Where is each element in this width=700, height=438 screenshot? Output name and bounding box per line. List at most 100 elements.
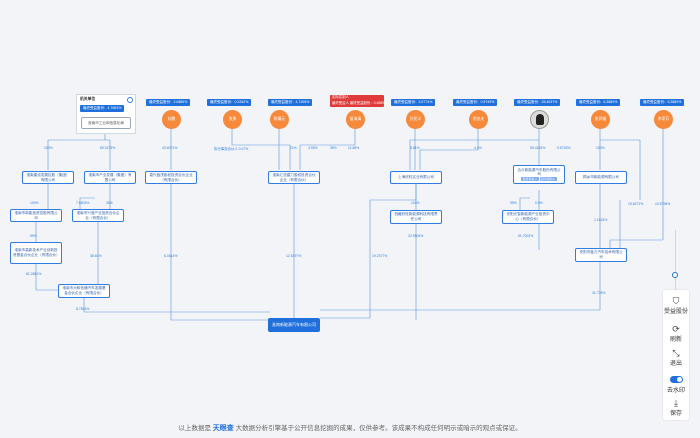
toggle-switch-icon[interactable] — [669, 376, 683, 383]
pct-label: 31.776% — [592, 291, 606, 295]
company-node-c3[interactable]: 嘉兴鑫茂股权投资合伙企业（有限合伙） — [145, 171, 197, 184]
pct-label: 100% — [411, 201, 420, 205]
controller-label: 实际控制人 — [332, 95, 349, 99]
pct-label: 100% — [596, 146, 605, 150]
pct-label: 4.95% — [308, 146, 318, 150]
company-node-c5[interactable]: 上海欣旺实业有限公司 — [390, 171, 442, 184]
shareholder-6-avatar[interactable]: 倪忠夫 — [469, 110, 488, 129]
pct-label: 0.5718% — [557, 146, 571, 150]
company-node-c10[interactable]: 西藏欣旺新能源科技有限责任公司 — [390, 210, 442, 224]
pct-label: 0.5% — [535, 201, 543, 205]
beneficial-shares-label: 受益股份 — [663, 309, 688, 315]
beneficial-shares-button[interactable]: ⛉ 受益股份 — [663, 296, 689, 315]
refresh-label: 刷新 — [669, 337, 682, 343]
company-node-c1[interactable]: 淮南建设发展控股（集团）有限公司 — [22, 171, 74, 184]
pct-label: 12.5197% — [286, 254, 302, 258]
footer-text-before: 以上数据是 — [178, 425, 211, 432]
actual-controller-badge: 实际控制人 最终受益人 最终受益股份：0.4889% — [330, 95, 388, 107]
shareholder-1-avatar[interactable]: 封鹏 — [162, 110, 181, 129]
shareholder-9-badge: 最终受益股份：5.3869% — [640, 99, 685, 106]
shareholder-3-badge: 最终受益股份：4.7205% — [268, 99, 313, 106]
company-node-c8[interactable]: 淮南市新能投资控股有限公司 — [10, 209, 62, 222]
footer-text-after: 大数据分析引擎基于公开信息挖掘的成果，仅供参考。该成果不构成任何明示或暗示的观点… — [235, 425, 522, 432]
pct-label: 11.88% — [348, 146, 360, 150]
filter-icon: ⛉ — [672, 296, 680, 306]
shareholder-5-avatar[interactable]: 孙民义 — [406, 110, 425, 129]
pct-label: 59.4152% — [530, 146, 546, 150]
pct-label: 1.1824% — [594, 218, 608, 222]
zoom-track — [674, 230, 676, 292]
tianyancha-logo: 天眼查 — [212, 425, 234, 432]
save-button[interactable]: ⤓ 保存 — [663, 398, 689, 417]
company-node-c14[interactable]: 淮南市大和信通汽车发展基金合伙企业（有限合伙） — [58, 284, 110, 298]
pct-label: 61.2681% — [26, 272, 42, 276]
pct-label: 100% — [30, 201, 39, 205]
pct-label: 8.61% — [410, 146, 420, 150]
company-node-c4[interactable]: 淮南汇信建力股权投资合伙企业（有限合伙） — [268, 171, 320, 184]
pct-label: 6.0414% — [164, 254, 178, 258]
zoom-slider[interactable] — [672, 230, 678, 292]
shareholder-7-badge: 最终受益股份：25.4037% — [514, 99, 561, 106]
company-node-c2[interactable]: 淮南市产业发展（集团）有限公司 — [84, 171, 136, 184]
pct-label: 19.2377% — [372, 254, 388, 258]
pct-label: 19.8271% — [628, 202, 644, 206]
refresh-button[interactable]: ⟳ 刷新 — [663, 324, 689, 343]
pct-label: 38.61% — [90, 254, 102, 258]
pct-label: 99% — [510, 201, 517, 205]
company-node-c6[interactable]: 合众新能源汽车股份有限公司 最终受益人 实际控制人 — [513, 165, 565, 184]
download-icon: ⤓ — [674, 398, 678, 408]
company-node-c13[interactable]: 安阳市鑫力汽车技术有限公司 — [575, 248, 627, 262]
c6-label: 合众新能源汽车股份有限公司 — [517, 167, 561, 177]
government-shareholder-card[interactable]: 机关单位 最终受益股份：4.7663% 淮南市工业和信息化局 — [76, 94, 136, 134]
card-org-node[interactable]: 淮南市工业和信息化局 — [81, 117, 131, 129]
card-title: 机关单位 — [80, 97, 96, 101]
shareholder-7-photo-avatar[interactable] — [530, 110, 549, 129]
shareholder-8-avatar[interactable]: 张润福 — [591, 110, 610, 129]
shareholder-2-badge: 最终受益股份：0.2252% — [207, 99, 252, 106]
company-node-c11[interactable]: 安阳元智新能源产业投资中心（有限合伙） — [502, 210, 554, 224]
shareholder-9-avatar[interactable]: 李家芳 — [654, 110, 673, 129]
card-close-icon[interactable] — [127, 97, 133, 103]
c6-tag-controller: 实际控制人 — [539, 176, 557, 181]
pct-label: 43.6071% — [162, 146, 178, 150]
exit-button[interactable]: ⤡ 退出 — [663, 348, 689, 367]
shareholder-1-badge: 最终受益股份：2.0889% — [146, 99, 191, 106]
pct-label: 51.7002% — [518, 234, 534, 238]
pct-label: 69.0273% — [100, 146, 116, 150]
pct-label: 7.6603% — [76, 201, 90, 205]
shareholder-8-badge: 最终受益股份：6.3569% — [576, 99, 621, 106]
refresh-icon: ⟳ — [672, 324, 680, 334]
pct-label: 100% — [44, 146, 53, 150]
pct-label: 32.9504% — [408, 234, 424, 238]
company-node-c12[interactable]: 淮南市高新技术产业创新投资基金合伙企业（有限合伙） — [10, 242, 62, 264]
company-node-c7[interactable]: 桐乡市新能源有限公司 — [575, 171, 627, 184]
shareholder-5-badge: 最终受益股份：3.0774% — [391, 99, 436, 106]
pct-label: 8.7504% — [76, 307, 90, 311]
pct-label: 99% — [30, 234, 37, 238]
fullscreen-exit-icon: ⤡ — [672, 348, 680, 358]
pct-label: 38% — [330, 146, 337, 150]
save-label: 保存 — [669, 411, 682, 417]
zoom-handle[interactable] — [672, 272, 678, 278]
shareholder-2-avatar[interactable]: 张勇 — [223, 110, 242, 129]
benefit-badge: 最终受益股份：4.7663% — [80, 105, 125, 112]
shareholder-4-avatar[interactable]: 侯海清 — [346, 110, 365, 129]
pct-label: 执行事务合伙人 0.07% — [214, 147, 249, 151]
shareholder-6-badge: 最终受益股份：0.9749% — [453, 99, 498, 106]
pct-label: 10.5798% — [655, 202, 671, 206]
controller-benefit: 最终受益人 最终受益股份：0.4889% — [332, 100, 388, 105]
watermark-toggle[interactable]: 去水印 — [663, 376, 689, 394]
c6-tag-beneficiary: 最终受益人 — [521, 176, 539, 181]
right-toolbar: ⛉ 受益股份 ⟳ 刷新 ⤡ 退出 去水印 ⤓ 保存 — [663, 290, 689, 420]
c6-tags: 最终受益人 实际控制人 — [521, 176, 557, 182]
company-node-c9[interactable]: 淮南市兴淮产业投资合伙企业（有限合伙） — [72, 209, 124, 222]
watermark-label: 去水印 — [666, 388, 685, 394]
pct-label: 21% — [290, 146, 297, 150]
portrait-icon — [536, 114, 544, 125]
pct-label: 30% — [106, 201, 113, 205]
target-company-node[interactable]: 淮南新能源汽车有限公司 — [268, 318, 320, 332]
disclaimer-footer: 以上数据是 天眼查 大数据分析引擎基于公开信息挖掘的成果，仅供参考。该成果不构成… — [0, 422, 700, 433]
shareholder-3-avatar[interactable]: 陈耀元 — [270, 110, 289, 129]
